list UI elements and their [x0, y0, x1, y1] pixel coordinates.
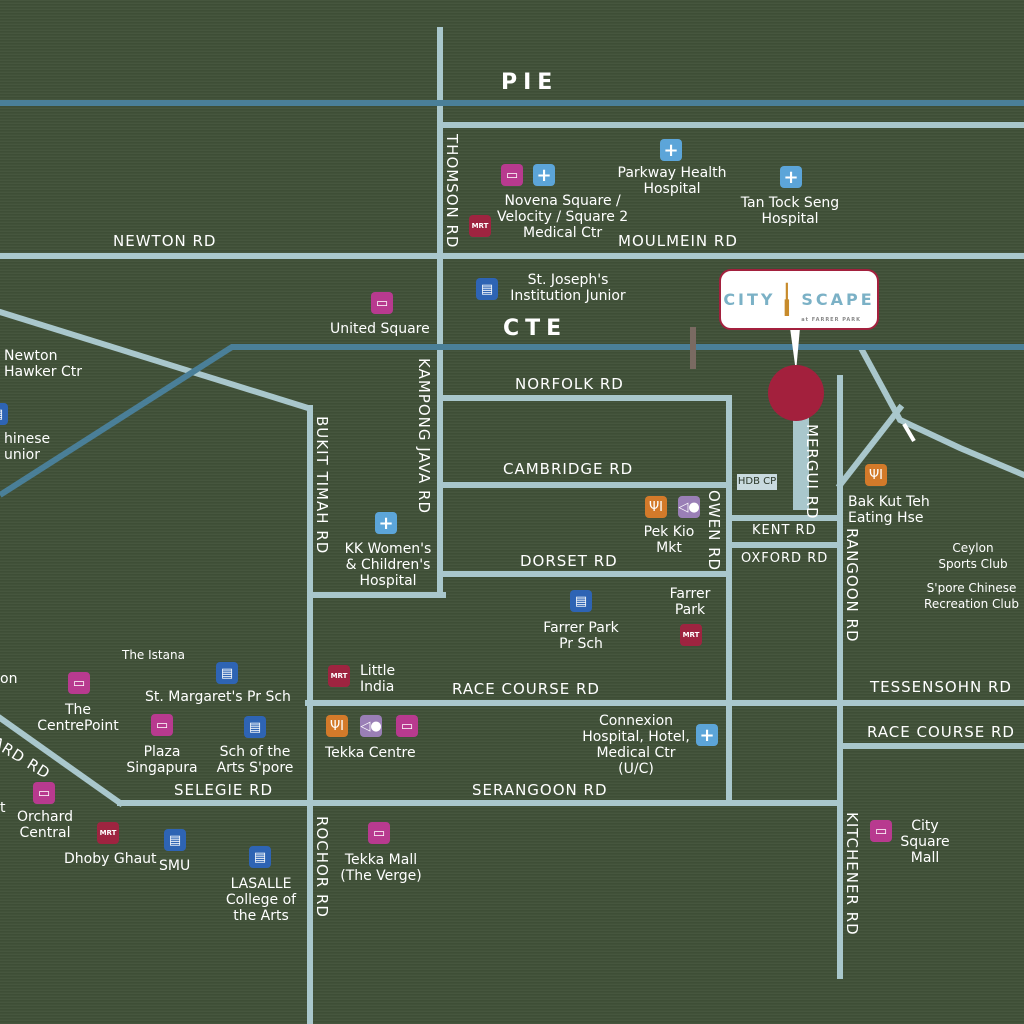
- mrt-train-icon: MRT: [328, 665, 350, 687]
- school-book-icon: ▤: [244, 716, 266, 738]
- cityscape-callout[interactable]: CITY ╽ SCAPE at FARRER PARK: [719, 269, 879, 330]
- fish-market-icon: ◁●: [678, 496, 700, 518]
- centrepoint-label: The CentrePoint: [37, 702, 119, 734]
- food-cutlery-icon: ΨΙ: [326, 715, 348, 737]
- cte-bridge-marker: [690, 327, 696, 369]
- road-east-curve: [857, 345, 1024, 479]
- race-course-rd-east-label: RACE COURSE RD: [867, 723, 1015, 741]
- shopping-bag-icon: ▭: [68, 672, 90, 694]
- newton-hawker-label: Newton Hawker Ctr: [4, 348, 83, 380]
- st-margarets-label: St. Margaret's Pr Sch: [145, 689, 291, 705]
- project-location-marker: [768, 365, 824, 421]
- shopping-bag-icon: ▭: [33, 782, 55, 804]
- istana-label: The Istana: [122, 648, 185, 662]
- ceylon-sports-label: Ceylon Sports Club: [938, 541, 1008, 571]
- kk-hospital-label: KK Women's & Children's Hospital: [344, 541, 432, 589]
- novena-label: Novena Square / Velocity / Square 2 Medi…: [497, 193, 629, 241]
- cte-label: CTE: [503, 316, 568, 341]
- mergui-rd-label: MERGUI RD: [803, 424, 821, 520]
- orchard-central-label: Orchard Central: [16, 809, 73, 841]
- rangoon-rd-label: RANGOON RD: [843, 528, 861, 643]
- shopping-bag-icon: ▭: [151, 714, 173, 736]
- lasalle-label: LASALLE College of the Arts: [225, 876, 297, 924]
- dhoby-ghaut-label: Dhoby Ghaut: [64, 851, 157, 867]
- chinese-junior-label: hinese unior: [4, 431, 51, 463]
- project-name-right: SCAPE: [801, 290, 875, 309]
- school-book-icon: ▤: [216, 662, 238, 684]
- owen-rd-label: OWEN RD: [705, 490, 723, 572]
- hospital-cross-icon: +: [660, 139, 682, 161]
- leaf-logo-icon: ╽: [778, 283, 799, 316]
- farrer-park-label: Farrer Park: [669, 586, 711, 618]
- road-mergui: [793, 412, 809, 510]
- farrer-park-sch-label: Farrer Park Pr Sch: [543, 620, 619, 652]
- hospital-cross-icon: +: [696, 724, 718, 746]
- sch-arts-label: Sch of the Arts S'pore: [216, 744, 294, 776]
- school-book-icon: ▤: [570, 590, 592, 612]
- tekka-centre-label: Tekka Centre: [325, 745, 416, 761]
- mrt-train-icon: MRT: [97, 822, 119, 844]
- hospital-cross-icon: +: [375, 512, 397, 534]
- food-cutlery-icon: ΨΙ: [865, 464, 887, 486]
- school-book-icon: ▤: [164, 829, 186, 851]
- oxford-rd-label: OXFORD RD: [741, 551, 829, 566]
- fish-market-icon: ◁●: [360, 715, 382, 737]
- rochor-rd-label: ROCHOR RD: [313, 816, 331, 918]
- kent-rd-label: KENT RD: [752, 523, 817, 538]
- plaza-singapura-label: Plaza Singapura: [126, 744, 198, 776]
- smu-label: SMU: [159, 858, 191, 874]
- tan-tock-seng-label: Tan Tock Seng Hospital: [740, 195, 840, 227]
- tekka-mall-label: Tekka Mall (The Verge): [340, 852, 422, 884]
- little-india-label: Little India: [360, 663, 396, 695]
- parkway-label: Parkway Health Hospital: [617, 165, 727, 197]
- kitchener-rd-label: KITCHENER RD: [843, 812, 861, 936]
- partial-t-label: t: [0, 800, 6, 816]
- bak-kut-teh-label: Bak Kut Teh Eating Hse: [848, 494, 930, 526]
- food-cutlery-icon: ΨΙ: [645, 496, 667, 518]
- project-tagline: at FARRER PARK: [801, 317, 861, 323]
- united-square-label: United Square: [330, 321, 430, 337]
- flyover-marker: [902, 422, 916, 443]
- tessensohn-rd-label: TESSENSOHN RD: [870, 678, 1012, 696]
- hospital-cross-icon: +: [780, 166, 802, 188]
- thomson-rd-label: THOMSON RD: [443, 134, 461, 249]
- norfolk-rd-label: NORFOLK RD: [515, 375, 624, 393]
- dorset-rd-label: DORSET RD: [520, 552, 618, 570]
- shopping-bag-icon: ▭: [368, 822, 390, 844]
- hospital-cross-icon: +: [533, 164, 555, 186]
- connexion-label: Connexion Hospital, Hotel, Medical Ctr (…: [582, 713, 690, 777]
- race-course-rd-label: RACE COURSE RD: [452, 680, 600, 698]
- kampong-java-rd-label: KAMPONG JAVA RD: [415, 358, 433, 515]
- mrt-train-icon: MRT: [469, 215, 491, 237]
- pek-kio-label: Pek Kio Mkt: [643, 524, 695, 556]
- project-name-left: CITY: [723, 290, 776, 309]
- shopping-bag-icon: ▭: [501, 164, 523, 186]
- school-book-icon: ▤: [0, 403, 8, 425]
- bukit-timah-rd-label: BUKIT TIMAH RD: [313, 416, 331, 555]
- mrt-train-icon: MRT: [680, 624, 702, 646]
- selegie-rd-label: SELEGIE RD: [174, 781, 274, 799]
- shopping-bag-icon: ▭: [870, 820, 892, 842]
- cambridge-rd-label: CAMBRIDGE RD: [503, 460, 634, 478]
- expressway-cte: [0, 344, 1024, 498]
- road-bukit-timah-diagonal: [0, 308, 312, 412]
- newton-rd-label: NEWTON RD: [113, 232, 217, 250]
- hdb-carpark-label: HDB CP: [737, 474, 777, 490]
- shopping-bag-icon: ▭: [396, 715, 418, 737]
- spore-chinese-label: S'pore Chinese Recreation Club: [924, 581, 1019, 611]
- st-josephs-label: St. Joseph's Institution Junior: [510, 272, 626, 304]
- road-orchard-diagonal: [0, 714, 125, 808]
- callout-pointer: [790, 328, 800, 372]
- road-rangoon-branch: [835, 403, 905, 490]
- serangoon-rd-label: SERANGOON RD: [472, 781, 608, 799]
- partial-on-label: on: [0, 671, 18, 687]
- city-square-label: City Square Mall: [900, 818, 950, 866]
- moulmein-rd-label: MOULMEIN RD: [618, 232, 738, 250]
- pie-label: PIE: [501, 70, 559, 95]
- shopping-bag-icon: ▭: [371, 292, 393, 314]
- school-book-icon: ▤: [476, 278, 498, 300]
- school-book-icon: ▤: [249, 846, 271, 868]
